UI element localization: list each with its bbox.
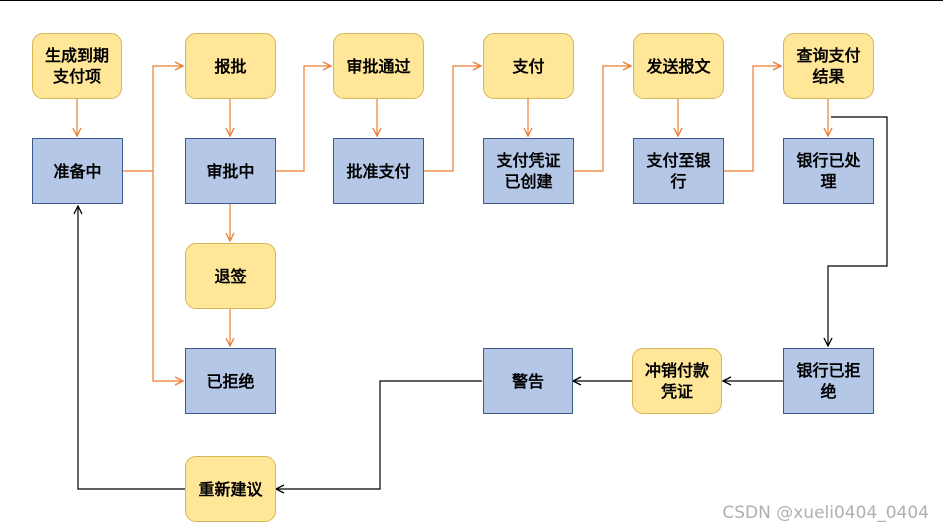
edge-resuggest-to-preparing	[78, 206, 185, 490]
node-send-message[interactable]: 发送报文	[633, 33, 724, 99]
node-query-result[interactable]: 查询支付结果	[783, 33, 874, 99]
node-reverse-voucher[interactable]: 冲销付款凭证	[632, 348, 722, 414]
node-approved-payment[interactable]: 批准支付	[333, 138, 424, 204]
edge-voucher-to-send	[574, 66, 631, 172]
node-submit-approval[interactable]: 报批	[185, 33, 276, 99]
node-generate-due-payment[interactable]: 生成到期支付项	[32, 33, 122, 99]
edge-approved-to-pay	[424, 66, 481, 172]
node-bank-processed[interactable]: 银行已处理	[783, 138, 874, 204]
watermark-text: CSDN @xueli0404_0404	[722, 503, 929, 523]
node-paid-to-bank[interactable]: 支付至银行	[633, 138, 724, 204]
node-voucher-created[interactable]: 支付凭证已创建	[483, 138, 574, 204]
edge-warning-to-resuggest	[276, 380, 482, 489]
node-bank-rejected[interactable]: 银行已拒绝	[783, 348, 874, 414]
edge-preparing-to-rejected	[152, 171, 183, 381]
node-warning[interactable]: 警告	[483, 348, 573, 414]
node-re-suggest[interactable]: 重新建议	[185, 456, 276, 522]
node-return-sign[interactable]: 退签	[185, 243, 276, 309]
node-under-approval[interactable]: 审批中	[185, 138, 276, 204]
node-rejected[interactable]: 已拒绝	[185, 348, 276, 414]
node-pay[interactable]: 支付	[483, 33, 574, 99]
edge-preparing-to-submit	[123, 66, 183, 172]
edge-under-approval-to-passed	[276, 66, 331, 172]
edge-query-to-bank-rejected	[828, 116, 888, 346]
top-border-line	[0, 0, 943, 1]
edge-paid-to-query	[724, 66, 781, 172]
node-approval-passed[interactable]: 审批通过	[333, 33, 424, 99]
node-preparing[interactable]: 准备中	[32, 138, 123, 204]
